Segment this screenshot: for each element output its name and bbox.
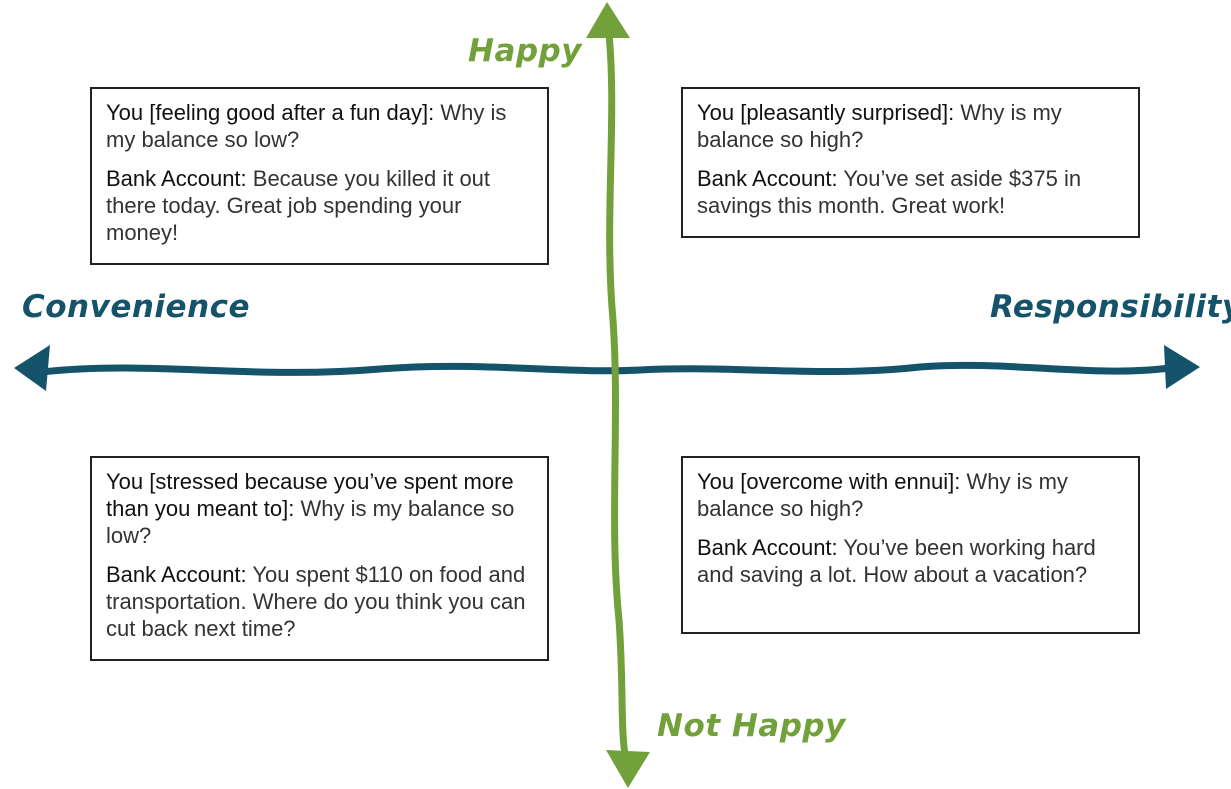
quadrant-card-top-right: You [pleasantly surprised]: Why is my ba… xyxy=(681,87,1140,238)
you-speaker: You [feeling good after a fun day]: xyxy=(106,100,435,125)
bank-message: Bank Account: Because you killed it out … xyxy=(106,165,533,246)
bank-message: Bank Account: You’ve been working hard a… xyxy=(697,534,1124,588)
vertical-axis-line xyxy=(605,30,630,764)
arrow-up-icon xyxy=(586,2,630,38)
you-line: Why is my balance so high? xyxy=(697,469,1068,521)
arrow-left-icon xyxy=(14,345,50,391)
bank-speaker: Bank Account: xyxy=(697,166,838,191)
you-line: Why is my balance so high? xyxy=(697,100,1062,152)
arrow-down-icon xyxy=(606,750,650,788)
quadrant-card-bottom-right: You [overcome with ennui]: Why is my bal… xyxy=(681,456,1140,634)
you-message: You [feeling good after a fun day]: Why … xyxy=(106,99,533,153)
quadrant-card-bottom-left: You [stressed because you’ve spent more … xyxy=(90,456,549,661)
axis-label-responsibility: Responsibility xyxy=(990,289,1231,325)
axis-label-convenience: Convenience xyxy=(22,289,251,325)
you-message: You [pleasantly surprised]: Why is my ba… xyxy=(697,99,1124,153)
horizontal-axis-line xyxy=(38,361,1174,376)
bank-speaker: Bank Account: xyxy=(106,166,247,191)
you-message: You [stressed because you’ve spent more … xyxy=(106,468,533,549)
bank-speaker: Bank Account: xyxy=(106,562,247,587)
bank-line: You’ve set aside $375 in savings this mo… xyxy=(697,166,1082,218)
you-line: Why is my balance so low? xyxy=(106,496,515,548)
bank-message: Bank Account: You spent $110 on food and… xyxy=(106,561,533,642)
you-speaker: You [overcome with ennui]: xyxy=(697,469,961,494)
bank-speaker: Bank Account: xyxy=(697,535,838,560)
bank-line: You’ve been working hard and saving a lo… xyxy=(697,535,1096,587)
axis-label-happy: Happy xyxy=(468,33,582,69)
bank-line: You spent $110 on food and transportatio… xyxy=(106,562,526,641)
you-message: You [overcome with ennui]: Why is my bal… xyxy=(697,468,1124,522)
axis-label-not-happy: Not Happy xyxy=(657,708,846,744)
arrow-right-icon xyxy=(1164,345,1200,389)
you-speaker: You [pleasantly surprised]: xyxy=(697,100,955,125)
bank-message: Bank Account: You’ve set aside $375 in s… xyxy=(697,165,1124,219)
you-speaker: You [stressed because you’ve spent more … xyxy=(106,469,514,521)
quadrant-card-top-left: You [feeling good after a fun day]: Why … xyxy=(90,87,549,265)
you-line: Why is my balance so low? xyxy=(106,100,507,152)
bank-line: Because you killed it out there today. G… xyxy=(106,166,491,245)
